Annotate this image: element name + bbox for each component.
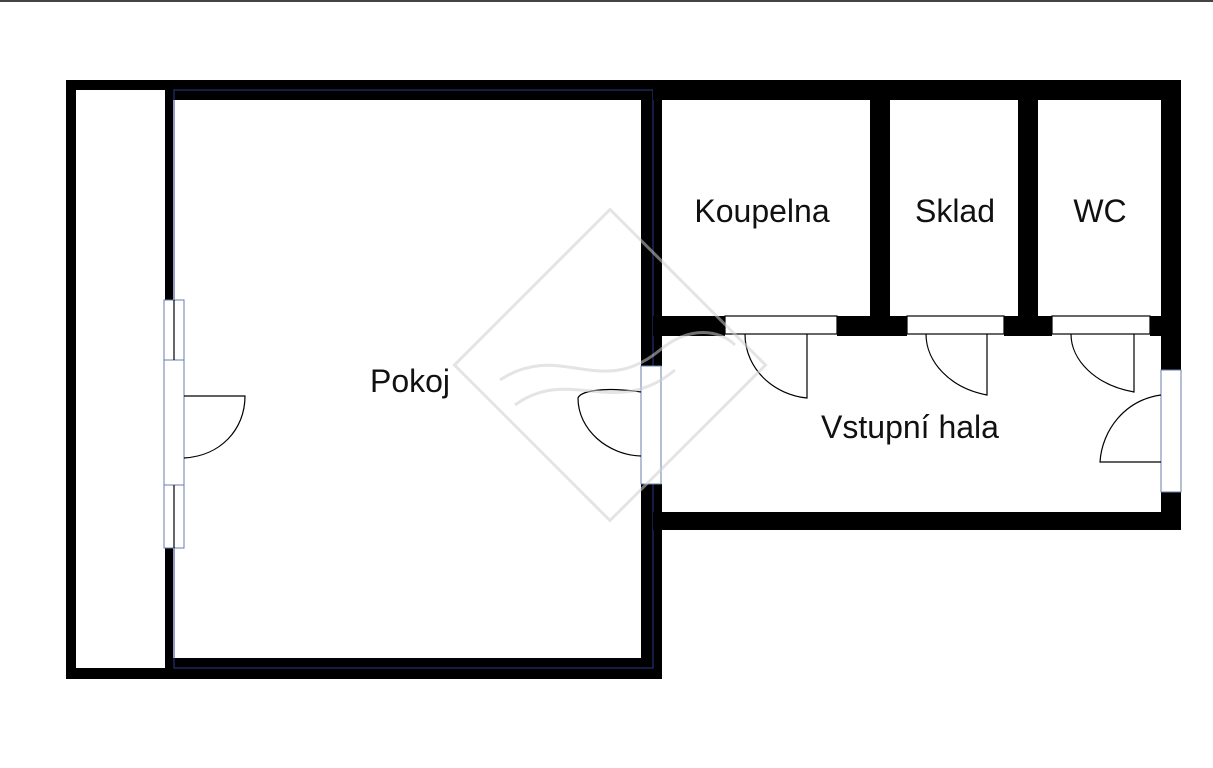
room-label-sklad: Sklad [915, 193, 995, 229]
wall-hall-top-3 [1004, 316, 1052, 336]
diamond-watermark-icon [452, 207, 768, 523]
wall-outer-top-right [653, 80, 1181, 100]
wall-hall-top-1 [653, 316, 725, 336]
door-swing-koupelna [744, 333, 808, 399]
wall-room-right-lower [641, 484, 662, 668]
door-swing-wc [1070, 333, 1135, 393]
wall-koupelna-sklad [870, 100, 890, 336]
room-label-hala: Vstupní hala [821, 409, 999, 445]
wall-hall-bottom [653, 512, 1181, 530]
door-frame-room-hall [640, 365, 662, 485]
wall-outer-right-upper [1161, 80, 1181, 370]
door-frame-entrance [1160, 369, 1182, 493]
wall-sklad-wc [1018, 100, 1038, 336]
wall-outer-bottom-left [66, 668, 662, 679]
room-label-wc: WC [1073, 193, 1126, 229]
door-frame-sklad [906, 315, 1005, 335]
door-swing-balcony [183, 395, 246, 459]
wall-outer-top-left [66, 80, 662, 90]
door-swing-room-hall [577, 388, 642, 457]
wall-room-bottom [173, 658, 662, 668]
wall-balcony-divider-lower [165, 548, 173, 668]
wall-room-top [173, 90, 653, 100]
room-label-pokoj: Pokoj [370, 363, 450, 399]
wall-hall-top-4 [1150, 316, 1181, 336]
wall-room-right-upper [641, 90, 662, 366]
wall-hall-top-2 [837, 316, 907, 336]
balcony-door-frame [163, 359, 185, 486]
door-frame-koupelna [724, 315, 838, 335]
wall-balcony-divider [165, 90, 173, 300]
door-frame-wc [1051, 315, 1151, 335]
room-label-koupelna: Koupelna [694, 193, 829, 229]
wall-outer-left [66, 80, 76, 679]
door-swing-entrance [1099, 394, 1162, 463]
door-swing-sklad [925, 333, 988, 396]
top-border-line [0, 0, 1213, 2]
